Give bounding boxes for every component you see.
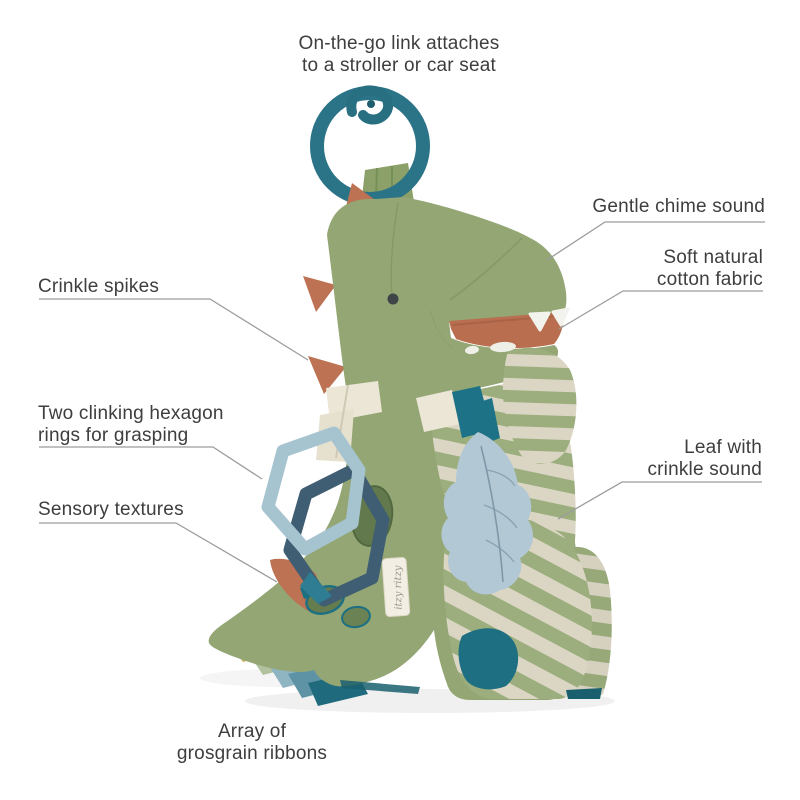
annotation-line: Two clinking hexagon (38, 403, 224, 424)
annotation-line: Gentle chime sound (592, 196, 765, 217)
ring-clasp-icon (346, 85, 394, 125)
annotation-line: rings for grasping (38, 425, 189, 446)
arm (502, 347, 577, 464)
hexagon-rings (261, 426, 390, 607)
annotation-line: On-the-go link attaches (298, 33, 500, 54)
hexagon-ring-light (261, 426, 366, 556)
tooth-icon (528, 311, 551, 332)
brand-tag: itzy ritzy (381, 557, 411, 617)
annotation-sensory-textures: Sensory textures (38, 499, 184, 521)
callout-lines (39, 221, 765, 583)
annotation-line: Sensory textures (38, 499, 184, 520)
callout-line-hexagon-rings (39, 446, 263, 480)
tooth-icon (551, 307, 570, 327)
brand-tag-text: itzy ritzy (393, 565, 405, 610)
callout-line-leaf (557, 481, 762, 520)
annotation-soft-natural: Soft natural cotton fabric (563, 247, 763, 291)
annotation-hexagon-rings: Two clinking hexagon rings for grasping (38, 403, 224, 447)
teal-foot (340, 628, 602, 699)
callout-line-soft-natural (558, 290, 763, 330)
annotation-on-the-go: On-the-go link attaches to a stroller or… (287, 33, 511, 77)
callout-line-crinkle-spikes (39, 298, 309, 361)
annotation-line: Array of (217, 721, 287, 742)
callout-line-gentle-chime (546, 221, 765, 261)
eye-icon (387, 293, 399, 305)
crinkle-leaf (441, 398, 534, 595)
annotation-line: crinkle sound (647, 459, 762, 480)
annotation-line: grosgrain ribbons (176, 743, 328, 764)
annotation-crinkle-spikes: Crinkle spikes (38, 276, 159, 298)
annotation-line: Crinkle spikes (38, 276, 160, 297)
callout-line-sensory-textures (39, 522, 278, 583)
annotation-line: Leaf with (684, 437, 762, 458)
annotation-grosgrain-ribbons: Array of grosgrain ribbons (152, 721, 352, 765)
annotation-line: Soft natural (663, 247, 763, 268)
annotation-gentle-chime: Gentle chime sound (515, 196, 765, 218)
dino-mouth (449, 307, 570, 355)
annotation-leaf: Leaf with crinkle sound (562, 437, 762, 481)
annotation-line: cotton fabric (656, 269, 763, 290)
annotation-line: to a stroller or car seat (301, 55, 497, 76)
